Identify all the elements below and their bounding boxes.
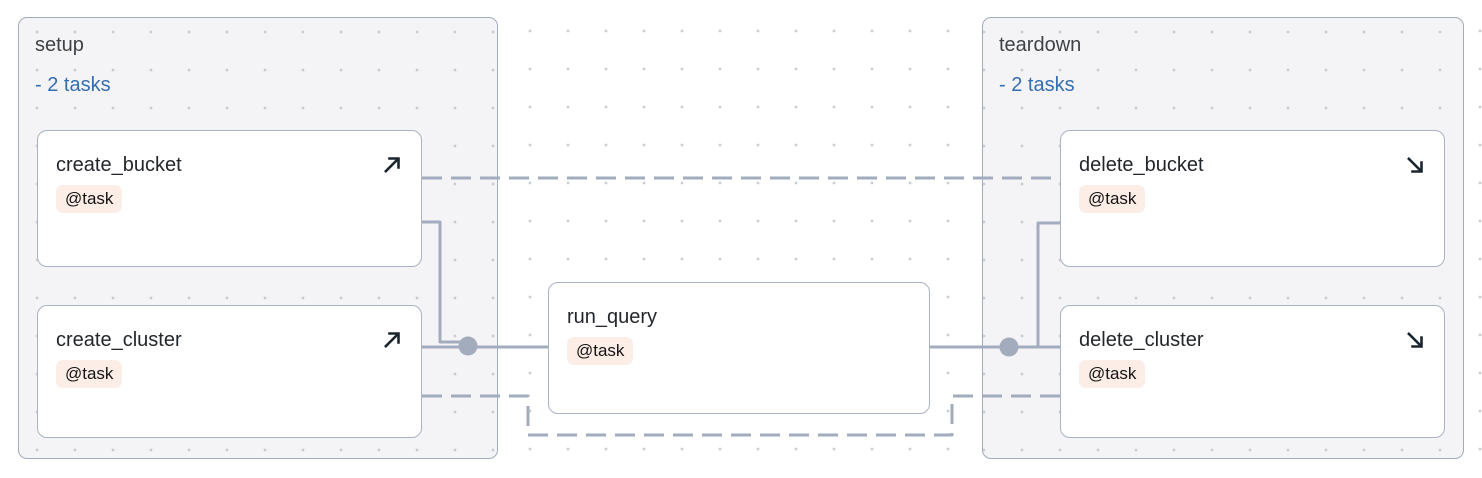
task-node-create-bucket[interactable]: create_bucket @task	[37, 130, 422, 267]
arrow-up-right-icon	[379, 327, 405, 353]
arrow-down-right-icon	[1402, 327, 1428, 353]
arrow-up-right-icon	[379, 152, 405, 178]
task-label: run_query	[567, 306, 658, 328]
edge-junction-dot	[999, 337, 1019, 357]
task-label: create_bucket	[56, 154, 182, 176]
group-collapse-toggle[interactable]: - 2 tasks	[999, 74, 1075, 96]
task-decorator-badge: @task	[56, 360, 123, 388]
group-collapse-toggle[interactable]: - 2 tasks	[35, 74, 111, 96]
task-node-delete-cluster[interactable]: delete_cluster @task	[1060, 305, 1445, 438]
task-label: create_cluster	[56, 329, 182, 351]
edge-run-query-to-delete-bucket	[1036, 221, 1060, 346]
task-label: delete_cluster	[1079, 329, 1204, 351]
task-decorator-badge: @task	[1079, 185, 1146, 213]
edge-create-bucket-to-run-query	[422, 220, 466, 344]
task-decorator-badge: @task	[1079, 360, 1146, 388]
arrow-down-right-icon	[1402, 152, 1428, 178]
task-decorator-badge: @task	[56, 185, 123, 213]
group-title: setup	[35, 34, 84, 56]
task-node-create-cluster[interactable]: create_cluster @task	[37, 305, 422, 438]
edge-dashed-create-cluster-to-delete-cluster	[422, 394, 1060, 437]
task-node-delete-bucket[interactable]: delete_bucket @task	[1060, 130, 1445, 267]
task-label: delete_bucket	[1079, 154, 1204, 176]
group-title: teardown	[999, 34, 1082, 56]
edge-junction-dot	[458, 336, 478, 356]
task-node-run-query[interactable]: run_query @task	[548, 282, 930, 414]
task-decorator-badge: @task	[567, 337, 634, 365]
